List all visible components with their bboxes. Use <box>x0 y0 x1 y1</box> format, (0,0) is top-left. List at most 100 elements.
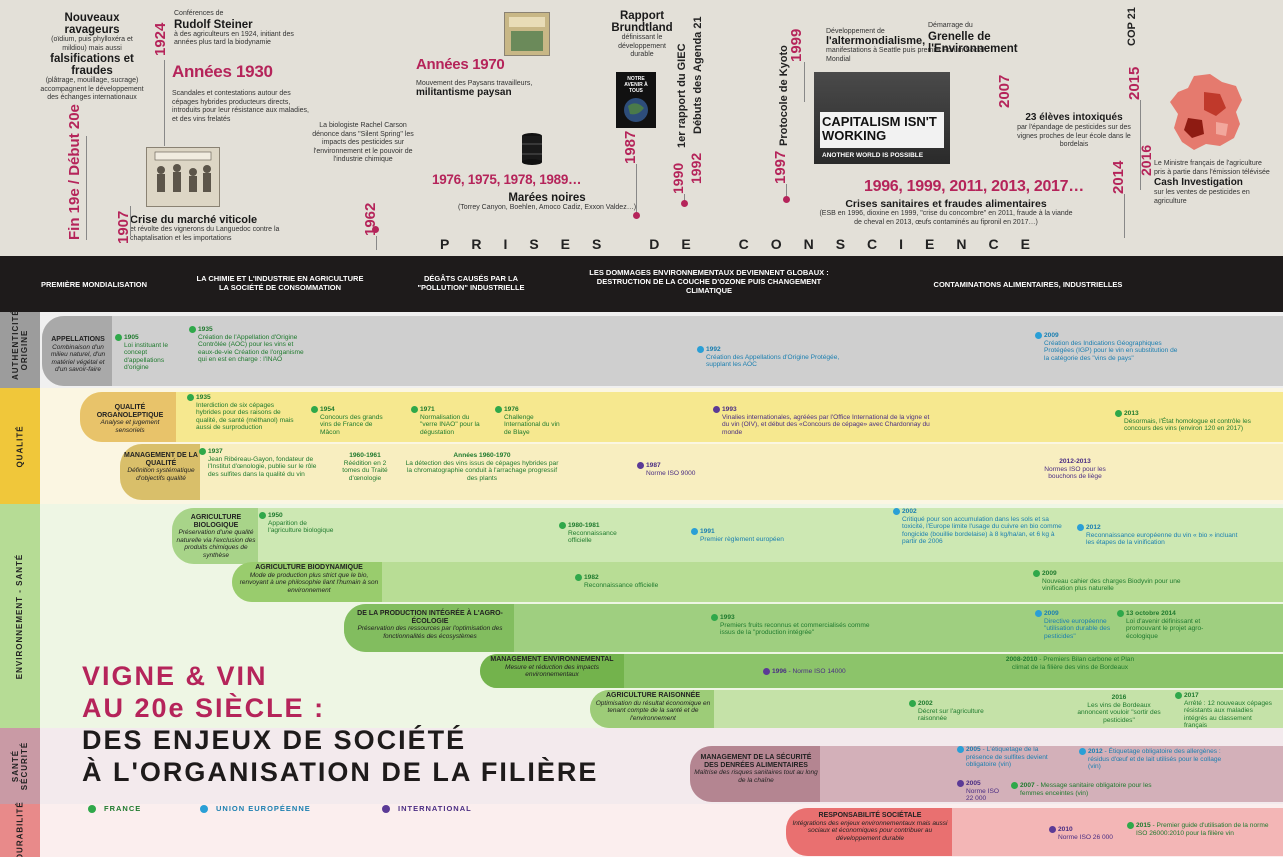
event-1907: Crise du marché viticole et révolte des … <box>130 214 310 243</box>
timeline-stem <box>86 136 87 240</box>
row-label-integree: DE LA PRODUCTION INTÉGRÉE À L'AGRO-ÉCOLO… <box>357 610 503 640</box>
protest-photo: CAPITALISM ISN'T WORKING ANOTHER WORLD I… <box>814 72 950 164</box>
row-label-bg <box>690 746 820 802</box>
legend-international: INTERNATIONAL <box>382 804 472 814</box>
row-label-bg <box>80 392 176 442</box>
main-title: VIGNE & VIN AU 20e SIÈCLE : DES ENJEUX D… <box>82 660 598 788</box>
year-label: 2007 <box>996 74 1013 108</box>
event-title: Crise du marché viticole <box>130 214 258 226</box>
banner-text-2: WORKING <box>822 128 887 143</box>
event-1970: Mouvement des Paysans travailleurs, mili… <box>416 80 556 98</box>
row-label-bg <box>42 316 112 386</box>
event-title: Cash Investigation <box>1154 177 1243 188</box>
category-sante: SANTÉ SÉCURITÉ <box>0 728 40 804</box>
event-desc: à des agriculteurs en 1924, initiant des… <box>174 30 294 47</box>
legend-france: FRANCE <box>88 804 141 814</box>
book-cover-paysans <box>504 12 550 56</box>
event-fin19: Nouveaux ravageurs (oïdium, puis phyllox… <box>40 12 144 103</box>
illustration-vignerons <box>146 147 220 207</box>
event-lead: Démarrage du <box>928 22 973 29</box>
event-2016: Le Ministre français de l'agriculture pr… <box>1154 160 1272 206</box>
year-label: Années 1930 <box>172 62 273 81</box>
event-2007: Démarrage du Grenelle de l'Environnement <box>928 22 1038 55</box>
year-label: Fin 19e / Début 20e <box>66 104 83 240</box>
event-1987: Rapport Brundtland définissant le dévelo… <box>606 10 678 60</box>
timeline-stem <box>130 206 131 236</box>
period-band: PREMIÈRE MONDIALISATION LA CHIMIE ET L'I… <box>0 256 1283 312</box>
row-label-securite: MANAGEMENT DE LA SÉCURITÉ DES DENRÉES AL… <box>694 754 818 784</box>
event-desc: Le Ministre français de l'agriculture pr… <box>1154 160 1270 176</box>
timeline-stem <box>376 236 377 250</box>
timeline-stem <box>1140 100 1141 190</box>
timeline-pin <box>633 212 640 219</box>
timeline-pin <box>372 226 379 233</box>
banner-text-1: CAPITALISM ISN'T <box>822 114 937 129</box>
event-crises: Crises sanitaires et fraudes alimentaire… <box>816 198 1076 227</box>
item-2012-allergenes: 2012 - Étiquetage obligatoire des allerg… <box>1079 748 1228 771</box>
event-desc: manifestations à Seattle puis premier Fo… <box>826 47 985 63</box>
year-label: Années 1970 <box>416 56 505 73</box>
year-label: 1996, 1999, 2011, 2013, 2017… <box>864 178 1084 195</box>
row-qualite-organo <box>80 392 1283 442</box>
timeline-stem <box>684 194 685 204</box>
period-label: DÉGÂTS CAUSÉS PAR LA "POLLUTION" INDUSTR… <box>417 274 525 292</box>
event-title: Crises sanitaires et fraudes alimentaire… <box>845 198 1047 210</box>
timeline-stem <box>804 62 805 102</box>
event-title: Nouveaux ravageurs <box>64 12 120 36</box>
period-label: CONTAMINATIONS ALIMENTAIRES, INDUSTRIELL… <box>933 280 1123 289</box>
event-agenda21: Débuts des Agenda 21 <box>692 16 704 134</box>
awareness-timeline: Nouveaux ravageurs (oïdium, puis phyllox… <box>0 0 1283 256</box>
event-title: l'altermondialisme, <box>826 34 926 47</box>
band-label: PRISES DE CONSCIENCE <box>440 236 1052 252</box>
year-label: 1990 <box>670 162 686 194</box>
event-title: Rapport Brundtland <box>611 10 673 34</box>
event-2014: 23 élèves intoxiqués par l'épandage de p… <box>1014 112 1134 150</box>
event-maree: Marées noires (Torrey Canyon, Boehlen, A… <box>432 192 662 213</box>
timeline-pin <box>783 196 790 203</box>
item-2015-guide: 2015 - Premier guide d'utilisation de la… <box>1127 822 1276 837</box>
timeline-pin <box>681 200 688 207</box>
row-label-bg <box>590 690 714 728</box>
timeline-stem <box>636 164 637 214</box>
period-label: LES DOMMAGES ENVIRONNEMENTAUX DEVIENNENT… <box>589 268 829 295</box>
period-label: LA CHIMIE ET L'INDUSTRIE EN AGRICULTURE … <box>196 274 364 292</box>
event-giec: 1er rapport du GIEC <box>676 43 688 148</box>
event-title: militantisme paysan <box>416 86 512 98</box>
book-title: NOTRE AVENIR À TOUS <box>624 76 648 94</box>
event-title: 23 élèves intoxiqués <box>1025 112 1123 123</box>
legend-eu: UNION EUROPÉENNE <box>200 804 311 814</box>
event-desc: (Torrey Canyon, Boehlen, Amoco Cadiz, Ex… <box>457 204 637 211</box>
event-lead: Conférences de <box>174 10 224 17</box>
event-desc: (oïdium, puis phylloxéra et mildiou) mai… <box>51 36 133 52</box>
banner-text-3: ANOTHER WORLD IS POSSIBLE <box>822 152 924 159</box>
event-1962: La biologiste Rachel Carson dénonce dans… <box>310 122 416 165</box>
event-desc: sur les ventes de pesticides en agricult… <box>1154 189 1250 205</box>
event-desc: (ESB en 1996, dioxine en 1999, "crise du… <box>819 210 1073 226</box>
event-1999: Développement de l'altermondialisme, man… <box>826 28 1006 64</box>
year-label: 1997 <box>772 150 789 184</box>
row-label-bg <box>480 654 624 688</box>
timeline-stem <box>1124 194 1125 238</box>
title-line-4: À L'ORGANISATION DE LA FILIÈRE <box>82 757 599 787</box>
event-title: Grenelle de l'Environnement <box>928 30 1018 55</box>
item-2007-enceintes: 2007 - Message sanitaire obligatoire pou… <box>1011 782 1170 797</box>
event-desc: Mouvement des Paysans travailleurs, <box>416 80 533 87</box>
